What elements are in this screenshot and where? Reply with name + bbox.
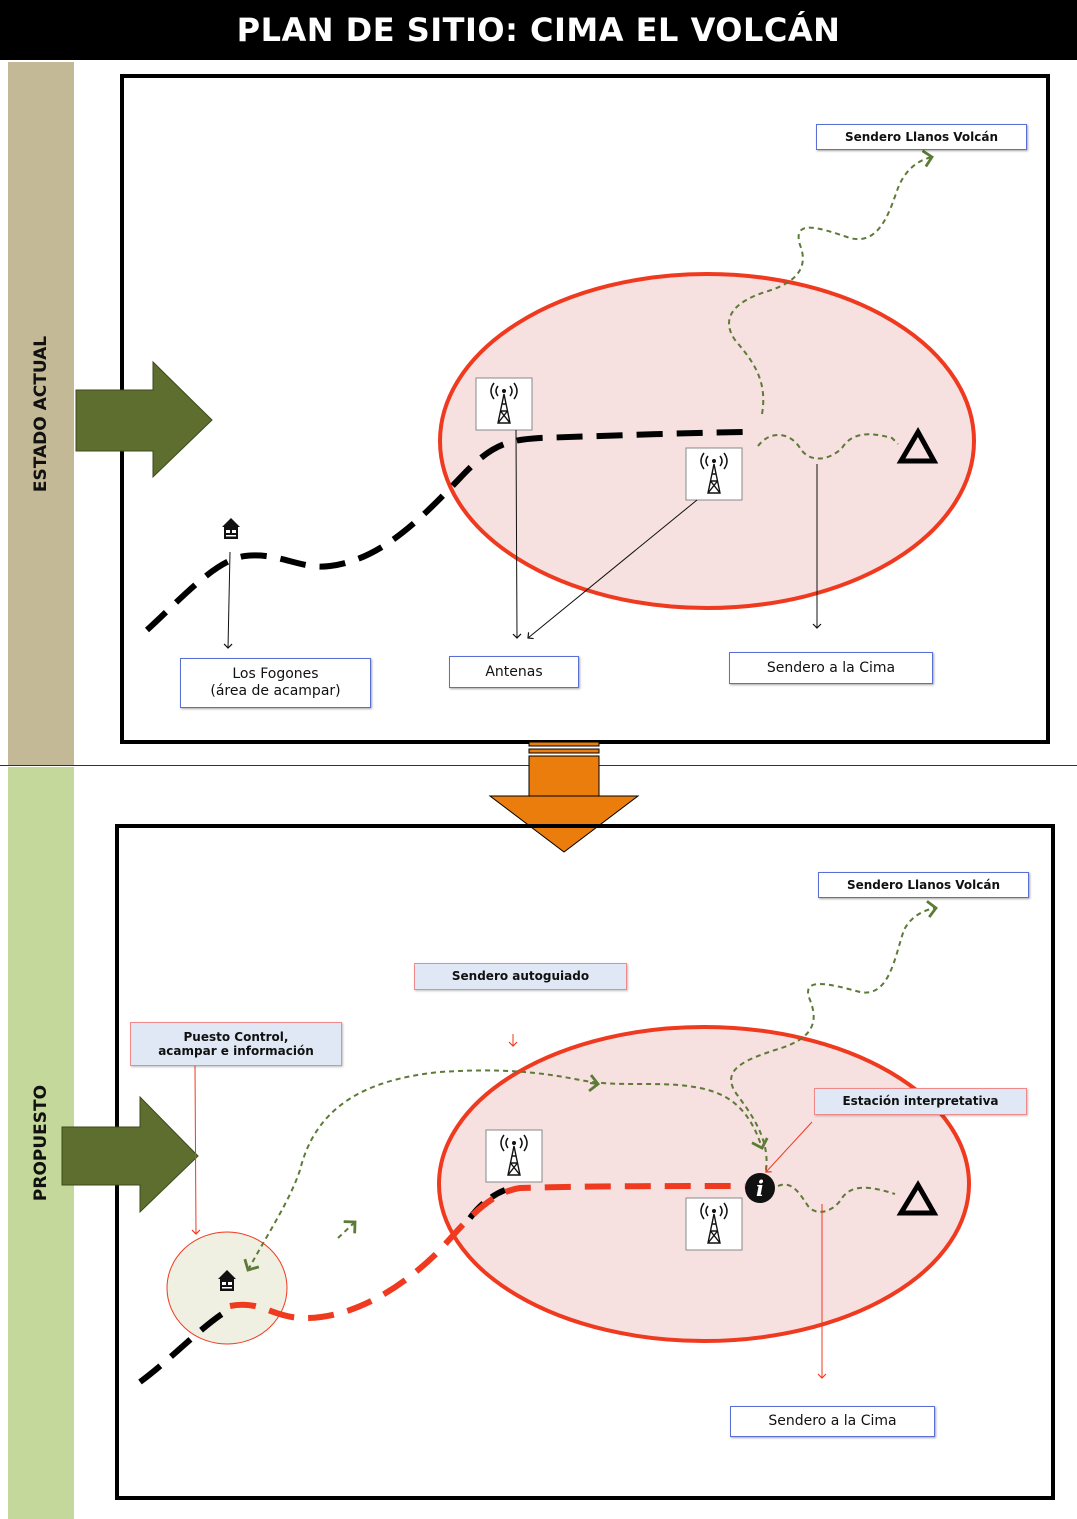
label-sendero-cima-actual: Sendero a la Cima bbox=[729, 652, 933, 684]
antenna-icon bbox=[685, 447, 743, 501]
trail-cima-actual bbox=[757, 433, 899, 460]
side-arrow-propuesto bbox=[61, 1095, 199, 1214]
trail-autoguiado bbox=[243, 1069, 769, 1272]
label-sendero-autoguiado: Sendero autoguiado bbox=[414, 963, 627, 990]
summit-triangle-icon bbox=[896, 426, 939, 464]
label-sendero-llanos-actual: Sendero Llanos Volcán bbox=[816, 124, 1027, 150]
label-antenas: Antenas bbox=[449, 656, 579, 688]
leader-antena-1 bbox=[512, 429, 522, 639]
summit-zone-actual bbox=[438, 272, 976, 610]
page-title: PLAN DE SITIO: CIMA EL VOLCÁN bbox=[0, 0, 1077, 60]
label-los-fogones: Los Fogones (área de acampar) bbox=[180, 658, 371, 708]
leader-fogones bbox=[223, 551, 233, 649]
antenna-icon bbox=[485, 1129, 543, 1183]
antenna-icon bbox=[475, 377, 533, 431]
info-icon: i bbox=[745, 1173, 775, 1203]
summit-triangle-icon bbox=[896, 1180, 939, 1216]
road-actual bbox=[144, 429, 746, 633]
svg-text:i: i bbox=[756, 1176, 764, 1201]
leader-antena-2 bbox=[527, 499, 698, 640]
trail-llanos-propuesto bbox=[730, 900, 938, 1171]
leader-estacion bbox=[765, 1121, 813, 1173]
trail-llanos-actual bbox=[728, 149, 934, 415]
trail-cima-propuesto bbox=[777, 1183, 896, 1213]
label-estacion-interpretativa: Estación interpretativa bbox=[814, 1088, 1027, 1115]
antenna-icon bbox=[685, 1197, 743, 1251]
leader-puesto bbox=[191, 1065, 201, 1235]
summit-zone-propuesto bbox=[437, 1025, 971, 1343]
label-puesto-control: Puesto Control, acampar e información bbox=[130, 1022, 342, 1066]
road-propuesto-black bbox=[138, 1309, 227, 1385]
trail-branch-arrow bbox=[337, 1220, 357, 1239]
section-band-estado-actual: ESTADO ACTUAL bbox=[8, 62, 74, 765]
trail-autoguiado-midarrow bbox=[588, 1074, 600, 1093]
side-arrow-actual bbox=[75, 360, 213, 479]
transition-arrow bbox=[488, 741, 640, 853]
label-sendero-cima-propuesto: Sendero a la Cima bbox=[730, 1406, 935, 1437]
label-sendero-llanos-propuesto: Sendero Llanos Volcán bbox=[818, 872, 1029, 898]
